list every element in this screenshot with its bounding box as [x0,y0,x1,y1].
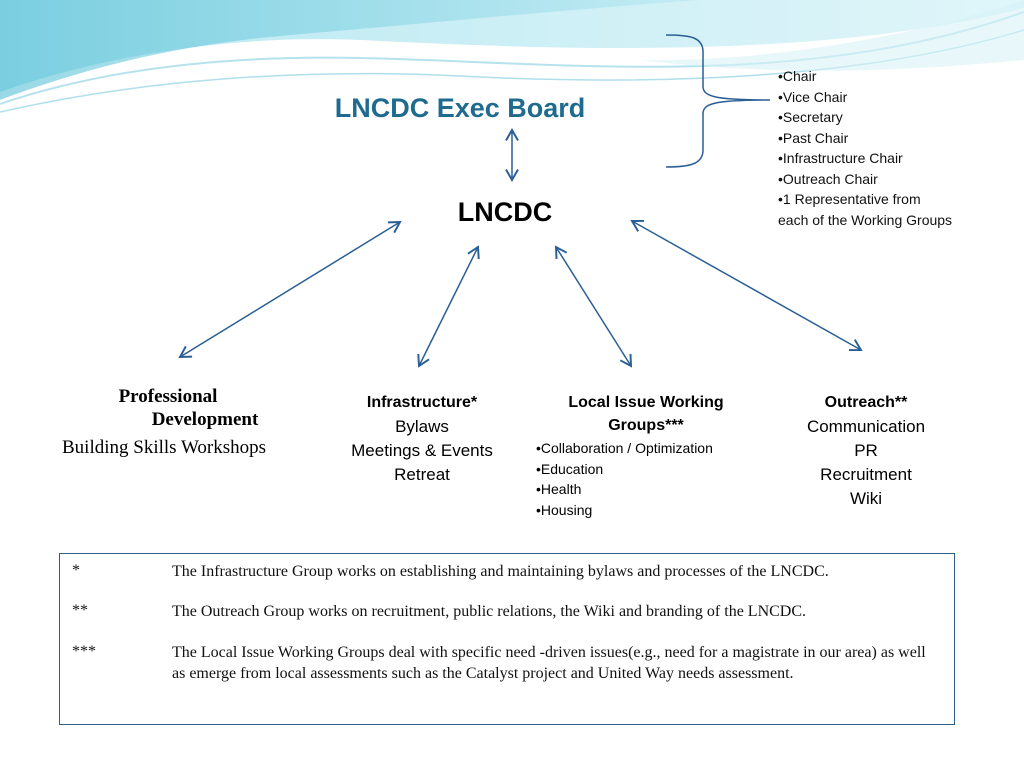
role-item: •Secretary [778,109,843,125]
arrow-to-professional [178,220,402,359]
group-item: Bylaws [395,417,449,436]
footnote-text: The Outreach Group works on recruitment,… [172,603,807,620]
group-title: Local Issue Working Groups*** [568,394,724,434]
role-item: •Chair [778,68,817,84]
arrow-to-outreach [630,219,863,352]
group-item: Building Skills Workshops [62,437,266,458]
role-item: •1 Representative from each of the Worki… [778,191,953,228]
group-local-issue: Local Issue Working Groups*** •Collabora… [536,391,756,520]
group-item: •Collaboration / Optimization [536,440,713,456]
role-item: •Infrastructure Chair [778,150,903,166]
group-item: •Health [536,481,582,497]
footnote-text: The Infrastructure Group works on establ… [172,563,829,580]
footnote-mark: ** [72,602,88,619]
exec-board-title: LNCDC Exec Board [334,93,586,123]
role-item: •Past Chair [778,129,849,146]
footnote-text: The Local Issue Working Groups deal with… [172,644,926,682]
group-professional-development: Professional Development Building Skills… [60,385,320,459]
role-item: •Vice Chair [778,88,848,105]
footnote-mark: *** [72,643,96,660]
footnote-mark: * [72,562,80,579]
exec-roles-brace [665,34,771,168]
lncdc-title: LNCDC [457,197,553,227]
arrow-to-local [554,245,633,368]
group-item: •Housing [536,501,593,518]
group-infrastructure: Infrastructure* Bylaws Meetings & Events… [332,391,512,487]
group-item: Wiki [849,489,883,508]
group-item: Communication [806,417,926,436]
group-item: Recruitment [820,465,912,484]
group-items: •Collaboration / Optimization •Education… [536,438,756,520]
group-item: Meetings & Events [351,441,493,460]
role-item: •Outreach Chair [778,170,878,187]
group-outreach: Outreach** Communication PR Recruitment … [780,391,952,511]
arrow-to-infrastructure [417,245,480,368]
group-item: Retreat [394,465,450,484]
exec-roles-list: •Chair •Vice Chair •Secretary •Past Chai… [778,66,953,230]
group-title: Outreach** [824,394,908,411]
group-title: Professional Development [118,386,259,430]
group-title: Infrastructure* [366,394,478,411]
group-item: •Education [536,460,604,477]
footnotes-box: * The Infrastructure Group works on esta… [59,553,955,725]
group-item: PR [854,441,878,460]
